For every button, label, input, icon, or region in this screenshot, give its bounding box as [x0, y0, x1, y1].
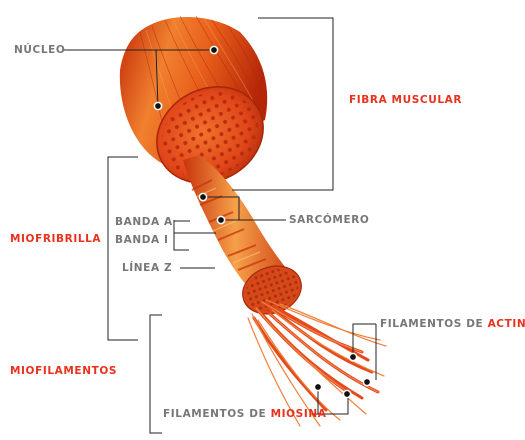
pointer-dot-sarcomero-1 — [198, 192, 208, 202]
label-linea-z: LÍNEA Z — [122, 262, 173, 274]
pointer-dot-actina-2 — [362, 377, 372, 387]
label-banda-i: BANDA I — [115, 234, 169, 246]
label-filamentos-de-actina-prefix: FILAMENTOS DE — [380, 318, 484, 330]
pointer-dots — [153, 45, 372, 399]
pointer-dot-actina-1 — [348, 352, 358, 362]
label-miofribrilla: MIOFRIBRILLA — [10, 233, 102, 245]
label-banda-a: BANDA A — [115, 216, 173, 228]
label-miofilamentos: MIOFILAMENTOS — [10, 365, 118, 377]
label-actina: ACTINA — [487, 318, 525, 330]
label-sarcomero: SARCÓMERO — [289, 214, 370, 226]
leader-lines — [62, 17, 377, 434]
label-nucleo: NÚCLEO — [14, 44, 66, 56]
label-filamentos-miosina: FILAMENTOS DE MIOSINA — [163, 408, 326, 420]
label-filamentos-actina: FILAMENTOS DE ACTINA — [380, 318, 525, 330]
pointer-dot-miosina-2 — [342, 389, 352, 399]
pointer-dot-miosina-1 — [313, 382, 323, 392]
label-miosina: MIOSINA — [270, 408, 327, 420]
myofibril — [183, 155, 302, 315]
label-filamentos-de-miosina-prefix: FILAMENTOS DE — [163, 408, 267, 420]
pointer-dot-nucleo-1 — [209, 45, 219, 55]
pointer-dot-nucleo-2 — [153, 101, 163, 111]
pointer-dot-sarcomero-2 — [216, 215, 226, 225]
label-fibra-muscular: FIBRA MUSCULAR — [349, 94, 463, 106]
muscle-fiber — [119, 15, 268, 184]
